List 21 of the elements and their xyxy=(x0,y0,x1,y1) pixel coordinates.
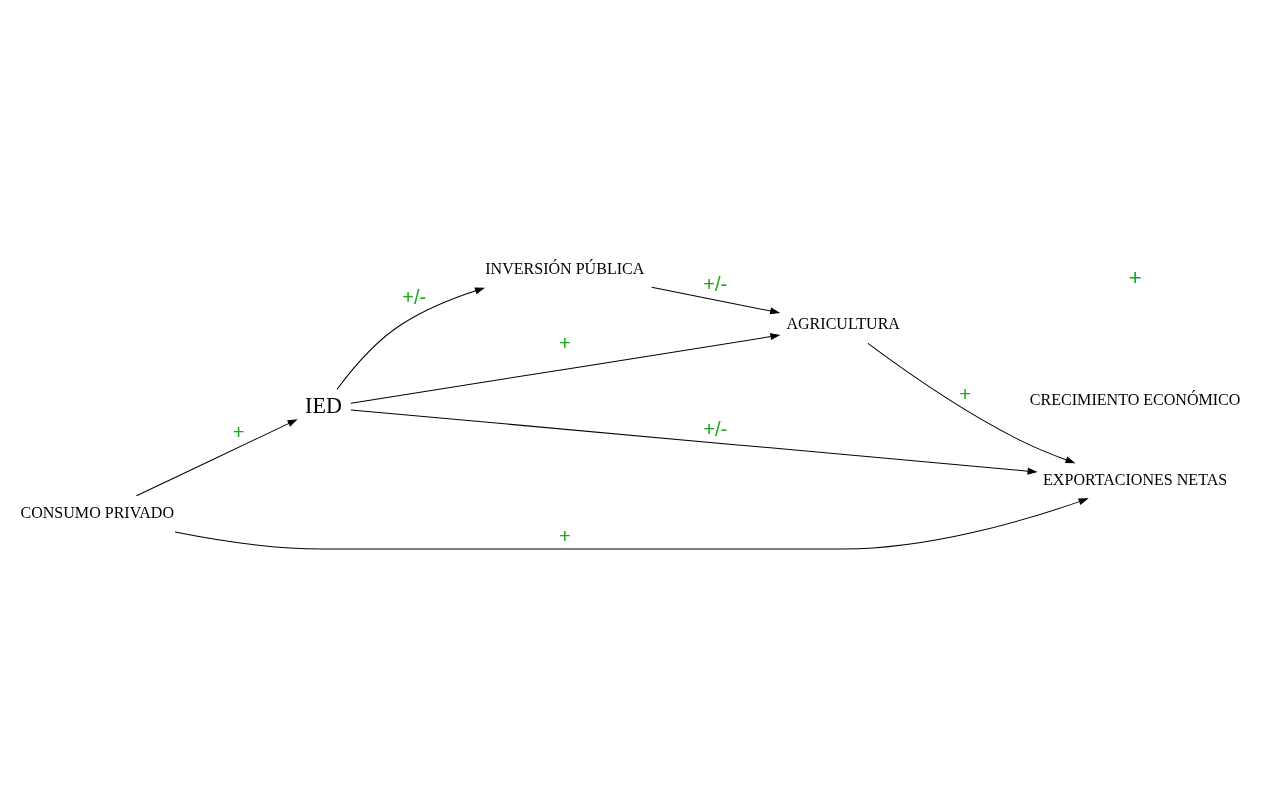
arrow xyxy=(336,287,485,390)
arrow xyxy=(174,498,1088,550)
label: CRECIMIENTO ECONÓMICO xyxy=(1029,391,1241,409)
edge-label: +/- xyxy=(402,286,427,309)
edge-label: + xyxy=(558,332,571,355)
node-text: AGRICULTURA xyxy=(786,315,900,333)
edge-label: + xyxy=(232,420,245,443)
edge-label: + xyxy=(959,382,971,405)
arrow xyxy=(651,286,780,315)
edge-label: + xyxy=(558,524,571,547)
arrow xyxy=(350,409,1037,475)
arrow xyxy=(350,333,780,404)
node-text: CONSUMO PRIVADO xyxy=(20,503,175,521)
node-text: EXPORTACIONES NETAS xyxy=(1043,470,1228,488)
node-text: INVERSIÓN PÚBLICA xyxy=(485,259,645,277)
edge-label: +/- xyxy=(703,417,728,440)
node-text: IED xyxy=(305,393,342,419)
label: + xyxy=(1128,264,1142,290)
arrow xyxy=(136,419,297,497)
edge-label: +/- xyxy=(703,273,728,296)
arrow xyxy=(867,342,1075,464)
